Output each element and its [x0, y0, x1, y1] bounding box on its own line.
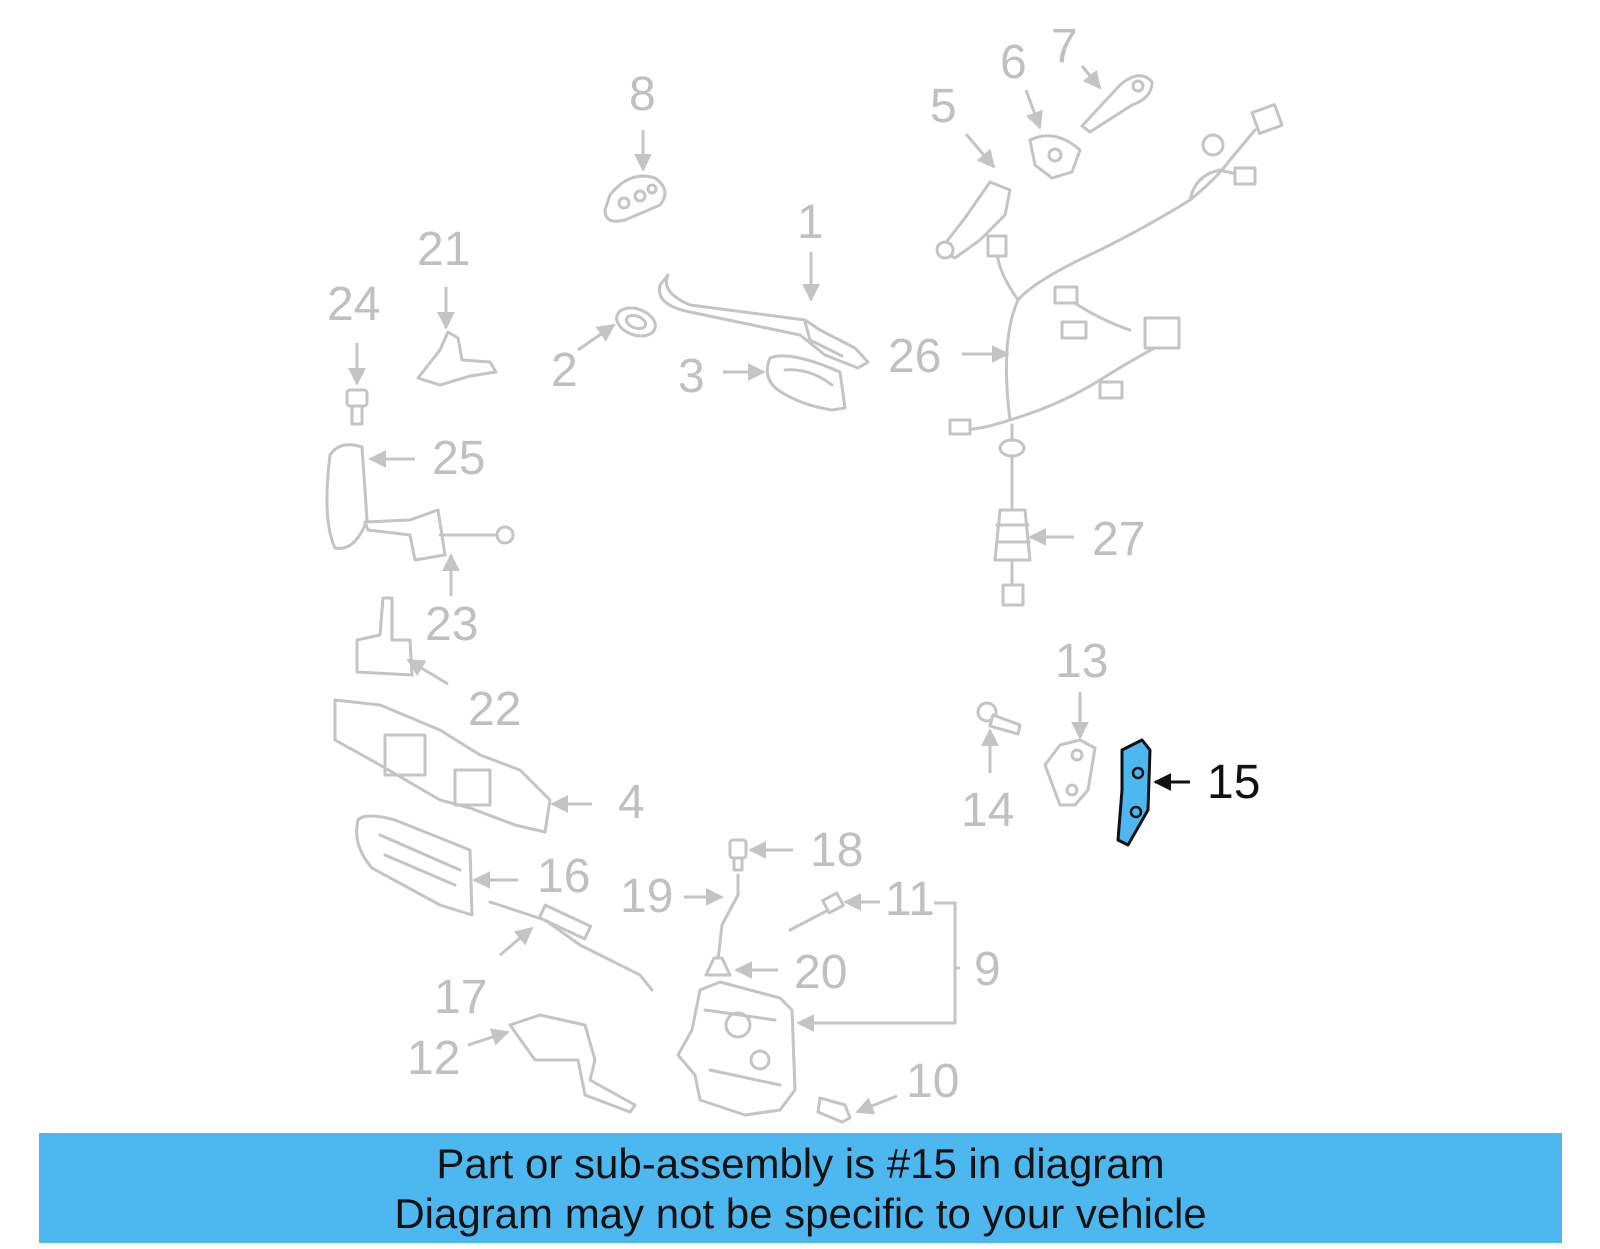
callout-25: 25 — [432, 432, 485, 485]
part-2-cylinder-cap — [615, 306, 657, 338]
part-6-lever — [1028, 134, 1082, 180]
part-23-check-strap — [363, 508, 515, 562]
part-16-handle-trim — [355, 814, 474, 917]
callout-11: 11 — [885, 873, 935, 926]
part-1-door-handle — [657, 273, 870, 370]
banner-line-2: Diagram may not be specific to your vehi… — [394, 1190, 1207, 1237]
callout-23: 23 — [425, 598, 478, 651]
callout-18: 18 — [810, 824, 863, 877]
banner-line-1: Part or sub-assembly is #15 in diagram — [436, 1140, 1165, 1187]
callout-9: 9 — [974, 943, 1001, 996]
part-8-key-fob — [603, 174, 667, 223]
callout-8: 8 — [629, 68, 656, 121]
callout-14: 14 — [961, 784, 1014, 837]
part-5-lock-cylinder — [935, 180, 1012, 260]
callout-27: 27 — [1092, 513, 1145, 566]
part-25-cover — [325, 443, 369, 550]
part-18-screw — [728, 838, 748, 872]
part-11-pin — [788, 891, 845, 932]
callout-19: 19 — [620, 870, 673, 923]
part-17-cable — [488, 900, 654, 992]
part-10-bolt — [816, 1096, 852, 1124]
callout-1: 1 — [797, 196, 824, 249]
part-13-striker — [1043, 738, 1097, 807]
callout-21: 21 — [417, 223, 470, 276]
part-14-bolt — [976, 701, 1022, 736]
callout-7: 7 — [1051, 20, 1078, 73]
part-22-bracket — [355, 596, 414, 677]
callout-12: 12 — [407, 1032, 460, 1085]
callout-2: 2 — [551, 344, 578, 397]
part-15-highlighted — [1116, 738, 1152, 847]
part-26-wiring-harness — [948, 103, 1284, 436]
callout-13: 13 — [1055, 635, 1108, 688]
callout-20: 20 — [794, 946, 847, 999]
callout-5: 5 — [930, 80, 957, 133]
part-20-grommet — [704, 956, 732, 977]
callout-10: 10 — [906, 1055, 959, 1108]
part-12-bracket — [508, 1013, 637, 1114]
callout-22: 22 — [468, 683, 521, 736]
callout-16: 16 — [537, 850, 590, 903]
part-3-handle-bezel — [765, 354, 847, 412]
callout-4: 4 — [618, 776, 645, 829]
callout-6: 6 — [1000, 36, 1027, 89]
part-21-clip — [416, 330, 498, 387]
callout-26: 26 — [888, 330, 941, 383]
info-banner: Part or sub-assembly is #15 in diagram D… — [39, 1133, 1562, 1243]
part-24-bolt — [345, 388, 369, 426]
callout-17: 17 — [434, 971, 487, 1024]
callout-24: 24 — [327, 278, 380, 331]
part-27-grommet — [993, 423, 1032, 607]
callout-3: 3 — [678, 350, 705, 403]
part-4-inner-handle-assembly — [333, 698, 552, 834]
callout-15: 15 — [1207, 756, 1260, 809]
part-19-rod — [716, 873, 740, 962]
part-9-lock-actuator — [676, 980, 797, 1117]
part-7-clip — [1080, 74, 1154, 134]
